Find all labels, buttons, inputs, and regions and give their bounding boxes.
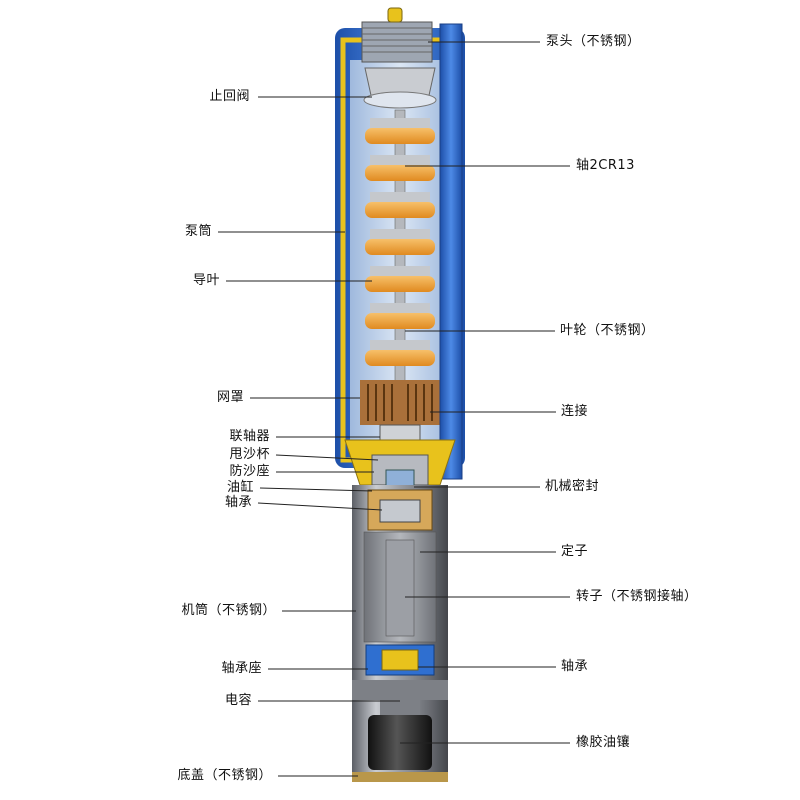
label-check-valve: 止回阀 bbox=[209, 89, 250, 104]
label-coupling: 联轴器 bbox=[229, 429, 270, 444]
label-oil-cylinder: 油缸 bbox=[226, 480, 254, 495]
leader-bearing-upper bbox=[257, 502, 383, 511]
label-mesh-cover: 网罩 bbox=[216, 390, 244, 405]
pump-section bbox=[335, 7, 465, 501]
pump-head-lug bbox=[387, 7, 403, 23]
motor-section bbox=[352, 485, 448, 782]
leader-lines bbox=[218, 41, 570, 777]
bottom-cover-body bbox=[352, 772, 448, 782]
impeller-stack bbox=[365, 118, 435, 366]
label-sand-guard-seat: 防沙座 bbox=[229, 464, 270, 479]
label-pump-barrel: 泵筒 bbox=[184, 224, 212, 239]
label-bottom-cover: 底盖（不锈钢） bbox=[177, 768, 272, 783]
pump-head-thread bbox=[361, 21, 433, 63]
upper-bearing-body bbox=[379, 499, 421, 523]
label-bearing-seat: 轴承座 bbox=[221, 661, 262, 676]
rotor-body bbox=[385, 539, 415, 637]
label-bearing-lower: 轴承 bbox=[561, 659, 589, 674]
mesh-cover-body bbox=[360, 380, 440, 425]
label-capacitor: 电容 bbox=[224, 693, 252, 708]
label-guide-vane: 导叶 bbox=[192, 273, 220, 288]
label-motor-barrel: 机筒（不锈钢） bbox=[181, 603, 276, 618]
cable-guard bbox=[439, 23, 463, 480]
mesh-cover-slots bbox=[367, 384, 433, 421]
check-valve-disc bbox=[363, 91, 437, 109]
label-impeller: 叶轮（不锈钢） bbox=[560, 323, 655, 338]
label-mechanical-seal: 机械密封 bbox=[545, 479, 600, 494]
capacitor-chamber bbox=[352, 680, 448, 715]
label-bearing-upper: 轴承 bbox=[224, 495, 252, 510]
label-pump-head: 泵头（不锈钢） bbox=[546, 34, 641, 49]
label-sand-slinger: 甩沙杯 bbox=[229, 447, 270, 462]
label-connection: 连接 bbox=[561, 404, 589, 419]
label-shaft: 轴2CR13 bbox=[576, 158, 635, 173]
leader-oil-cylinder bbox=[259, 487, 373, 492]
label-rotor: 转子（不锈钢接轴） bbox=[576, 589, 698, 604]
leader-sand-slinger bbox=[275, 454, 379, 461]
label-stator: 定子 bbox=[561, 544, 589, 559]
pump-head-thread-lines bbox=[362, 27, 432, 53]
label-rubber-oil-bladder: 橡胶油镶 bbox=[576, 735, 631, 750]
lower-bearing-body bbox=[381, 649, 419, 671]
